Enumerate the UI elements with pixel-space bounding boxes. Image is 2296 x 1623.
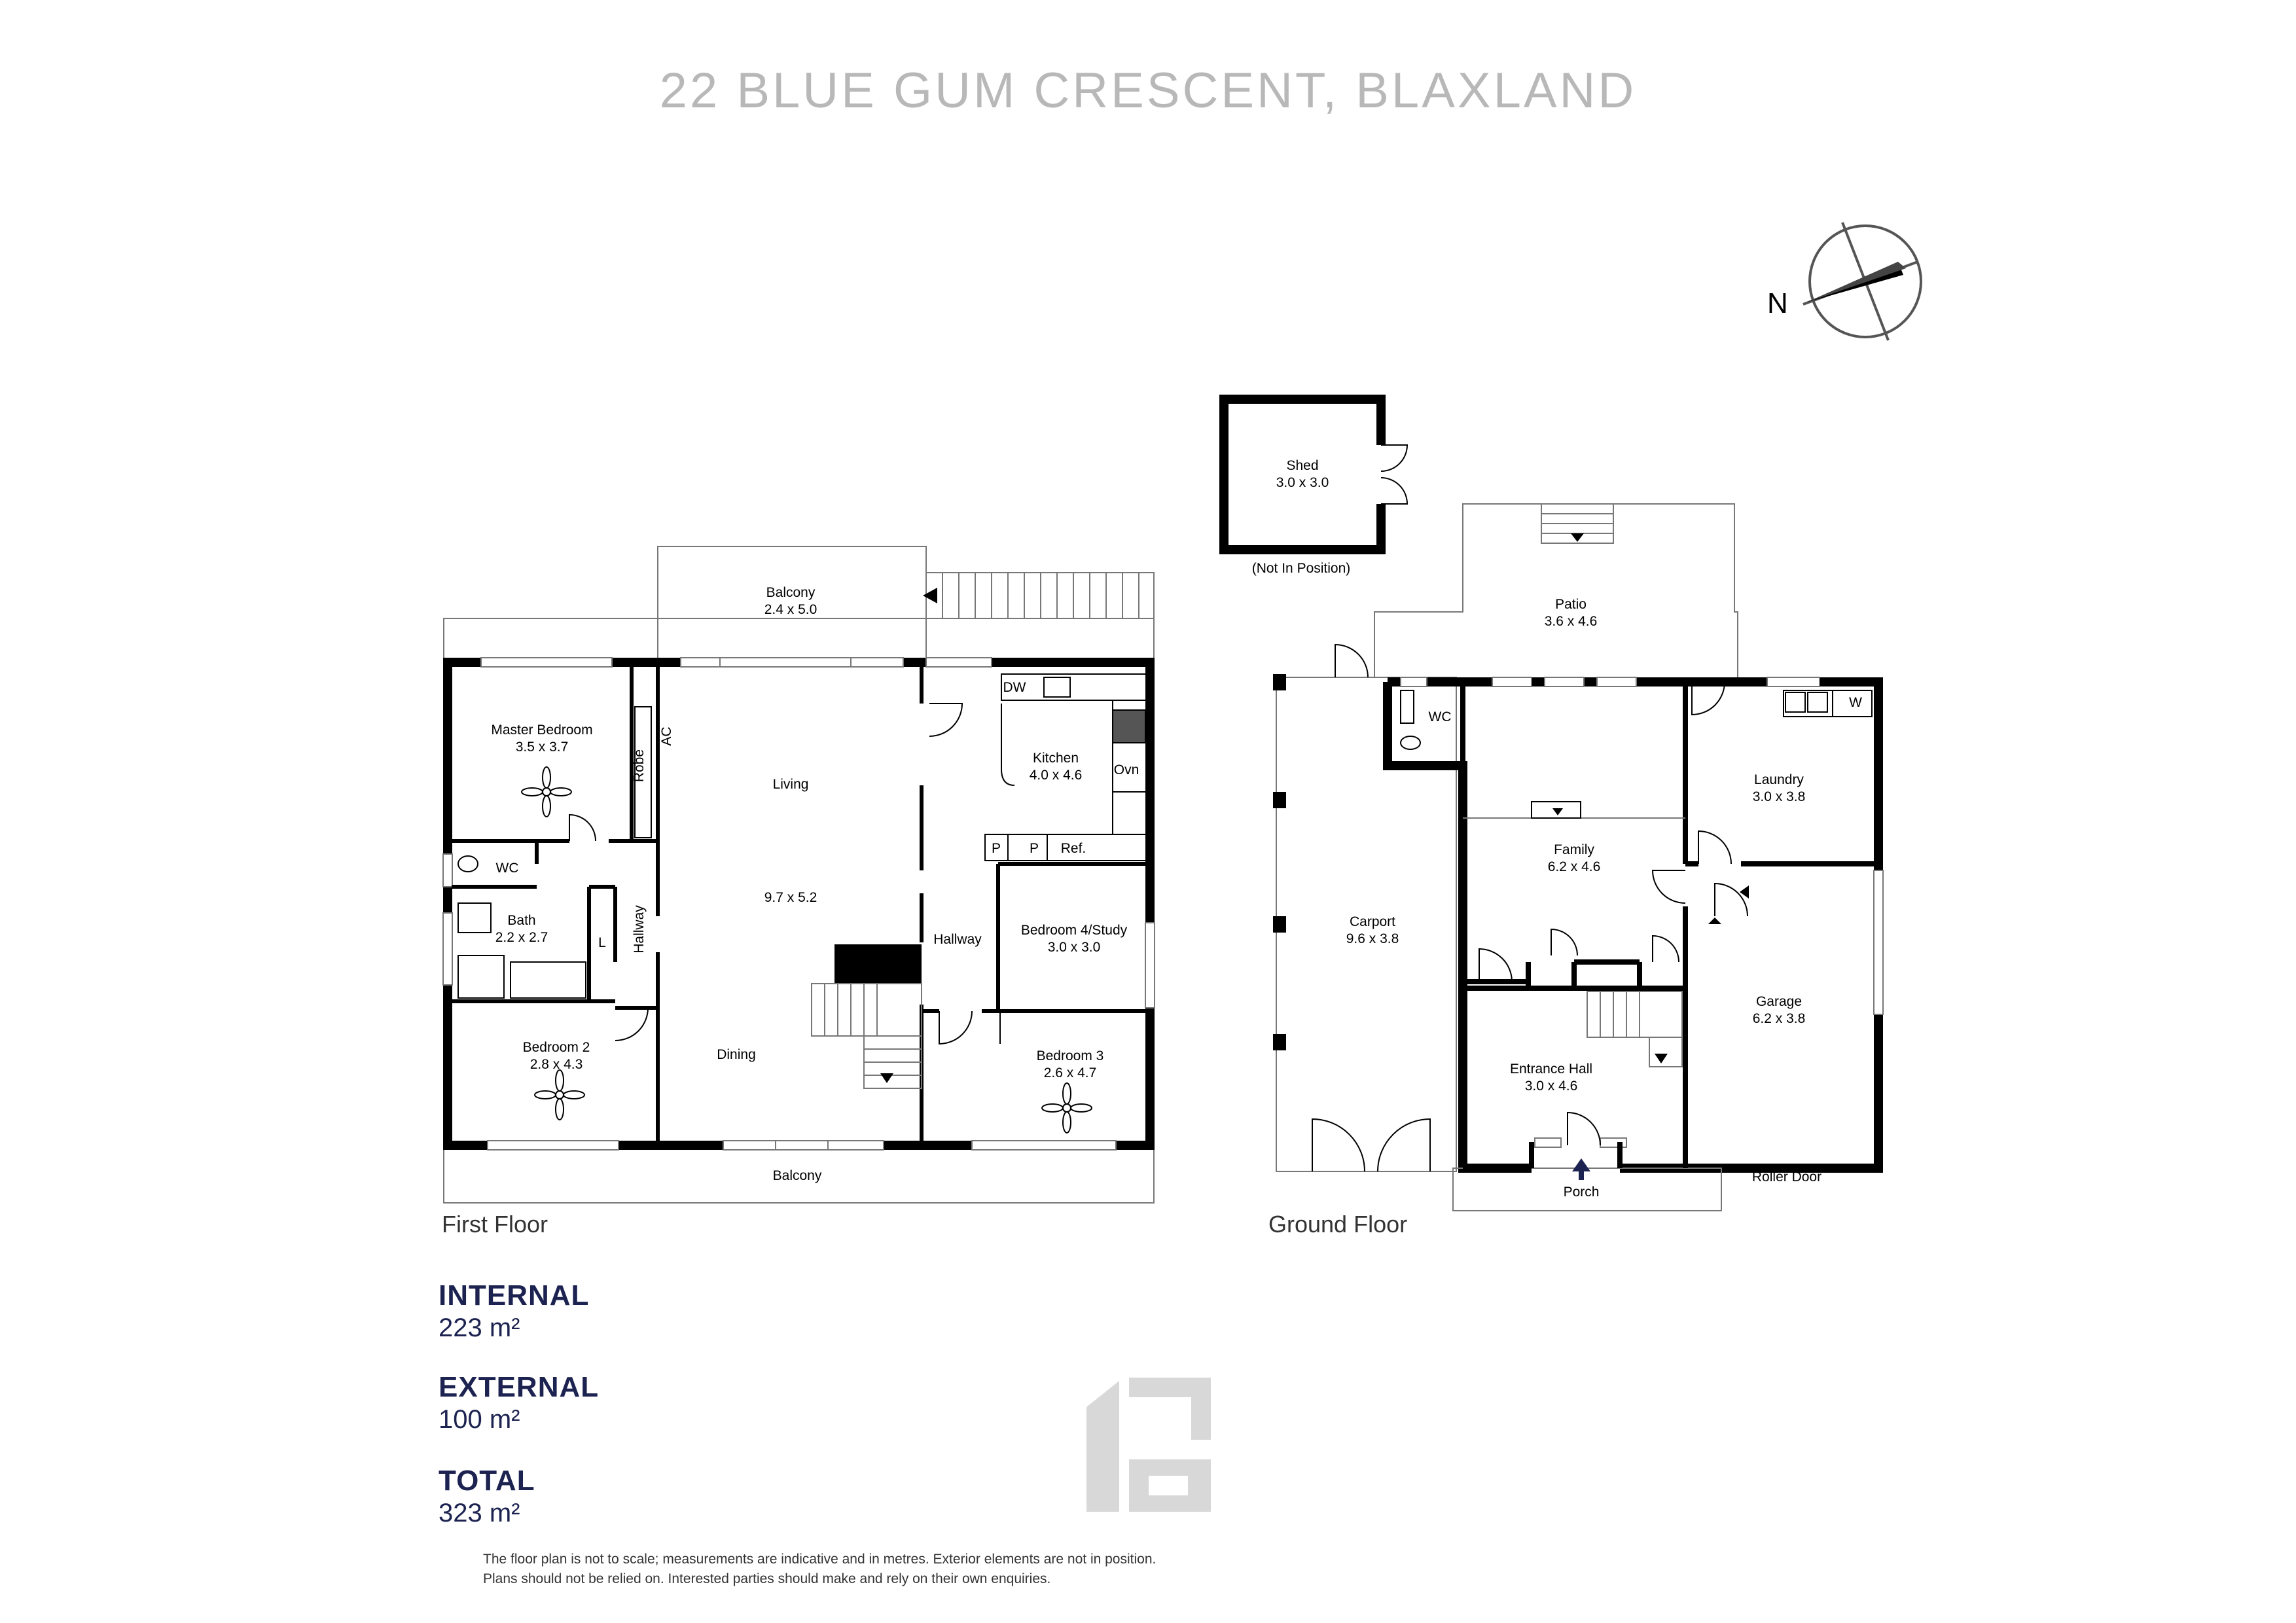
disclaimer: The floor plan is not to scale; measurem… [483,1550,1156,1589]
external-area-label: EXTERNAL [439,1371,600,1403]
bedroom4-size: 3.0 x 3.0 [1048,940,1101,955]
balcony-top-size: 2.4 x 5.0 [764,602,817,617]
bedroom2-label: Bedroom 2 [523,1040,590,1055]
shed-size: 3.0 x 3.0 [1276,475,1329,490]
external-area-value: 100 m² [439,1405,520,1434]
shed-label: Shed [1286,458,1318,473]
total-area-value: 323 m² [439,1499,520,1527]
external-area: EXTERNAL 100 m² [439,1371,599,1435]
living-label: Living [773,777,809,792]
oven-label: Ovn [1114,762,1139,777]
ceiling-fan-icon [521,766,1092,1133]
disclaimer-line-1: The floor plan is not to scale; measurem… [483,1552,1157,1567]
internal-area-label: INTERNAL [439,1279,590,1311]
balcony-bottom-label: Balcony [773,1168,822,1183]
robe-label: Robe [632,749,647,782]
entrance-hall-size: 3.0 x 4.6 [1525,1079,1578,1094]
ac-label: AC [659,726,674,745]
garage-size: 6.2 x 3.8 [1753,1011,1806,1026]
living-size: 9.7 x 5.2 [764,890,817,905]
bath-size: 2.2 x 2.7 [495,930,548,945]
master-bedroom-size: 3.5 x 3.7 [516,740,569,755]
hallway2-label: Hallway [933,932,982,947]
compass-label: N [1767,287,1788,319]
linen-label: L [598,935,606,950]
laundry-label: Laundry [1754,772,1804,787]
master-bedroom-label: Master Bedroom [491,722,592,738]
pantry-label-2: P [1030,841,1039,856]
kitchen-label: Kitchen [1033,751,1079,766]
internal-area-value: 223 m² [439,1313,520,1342]
compass-icon: N [1767,222,1922,341]
bath-label: Bath [507,913,535,928]
total-area: TOTAL 323 m² [439,1465,535,1528]
bedroom2-size: 2.8 x 4.3 [530,1057,583,1072]
hallway-label: Hallway [632,905,647,954]
garage-label: Garage [1756,994,1802,1009]
disclaimer-line-2: Plans should not be relied on. Intereste… [483,1571,1051,1586]
internal-area: INTERNAL 223 m² [439,1279,589,1343]
pantry-label-1: P [992,841,1001,856]
bedroom4-label: Bedroom 4/Study [1021,923,1128,938]
bedroom3-label: Bedroom 3 [1037,1048,1104,1063]
brand-logo-icon [1086,1378,1211,1512]
ground-wc-label: WC [1429,709,1452,724]
dishwasher-label: DW [1003,680,1026,695]
kitchen-size: 4.0 x 4.6 [1030,768,1083,783]
porch-label: Porch [1564,1185,1600,1200]
first-floor-plan: Balcony 2.4 x 5.0 Master Bedroom 3.5 x 3… [442,546,1155,1204]
total-area-label: TOTAL [439,1465,535,1497]
shed-note: (Not In Position) [1252,561,1351,576]
first-floor-label: First Floor [442,1211,548,1238]
family-size: 6.2 x 4.6 [1548,859,1601,874]
carport-label: Carport [1350,914,1395,929]
patio-label: Patio [1555,597,1587,612]
fridge-label: Ref. [1061,841,1086,856]
dining-label: Dining [717,1047,756,1062]
roller-door-label: Roller Door [1752,1169,1821,1185]
laundry-size: 3.0 x 3.8 [1753,789,1806,804]
ground-floor-plan: Shed 3.0 x 3.0 (Not In Position) Patio 3… [1219,395,1884,1211]
bedroom3-size: 2.6 x 4.7 [1044,1065,1097,1080]
wc-label: WC [496,861,519,876]
balcony-stairs [925,572,1155,619]
ground-floor-label: Ground Floor [1268,1211,1408,1238]
washer-label: W [1849,695,1862,710]
carport-size: 9.6 x 3.8 [1346,931,1399,946]
family-label: Family [1554,842,1594,857]
page-title: 22 BLUE GUM CRESCENT, BLAXLAND [659,63,1637,118]
patio-size: 3.6 x 4.6 [1545,614,1598,629]
entrance-hall-label: Entrance Hall [1510,1061,1592,1077]
balcony-top-label: Balcony [766,585,816,600]
